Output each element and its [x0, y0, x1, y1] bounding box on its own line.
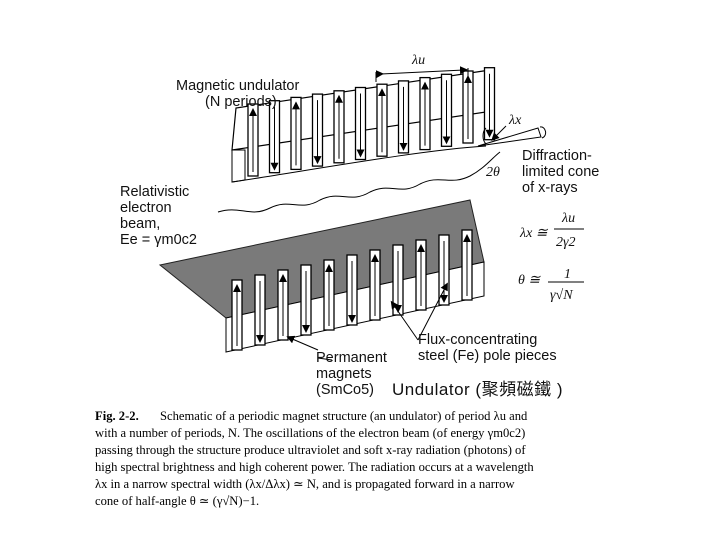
flux-label-1: Flux-concentrating: [418, 332, 537, 348]
flux-label-2: steel (Fe) pole pieces: [418, 348, 557, 364]
permanent-magnets-label-3: (SmCo5): [316, 382, 374, 398]
angle-equation: θ ≅ 1 γ√N: [518, 267, 584, 303]
figure-caption: Fig. 2-2. Schematic of a periodic magnet…: [95, 409, 534, 508]
svg-text:γ√N: γ√N: [550, 288, 573, 303]
electron-beam-label-3: beam,: [120, 216, 160, 232]
caption-line-3: passing through the structure produce ul…: [95, 443, 526, 457]
svg-text:1: 1: [564, 267, 571, 282]
caption-line-1: Schematic of a periodic magnet structure…: [160, 409, 528, 423]
diffraction-label-1: Diffraction-: [522, 148, 592, 164]
lower-magnet-array: [158, 199, 485, 353]
caption-line-5: λx in a narrow spectral width (λx/Δλx) ≃…: [95, 477, 515, 491]
lambda-x-label: λx: [508, 113, 522, 128]
svg-text:λu: λu: [561, 211, 575, 226]
n-periods-label: (N periods): [205, 94, 277, 110]
wavelength-equation: λx ≅ λu 2γ2: [519, 211, 584, 250]
permanent-magnets-label-1: Permanent: [316, 350, 387, 366]
upper-magnet-array: [231, 67, 496, 183]
figure-number: Fig. 2-2.: [95, 409, 139, 423]
caption-line-6: cone of half-angle θ ≃ (γ√N)−1.: [95, 494, 259, 508]
electron-beam-label-1: Relativistic: [120, 184, 189, 200]
diffraction-label-3: of x-rays: [522, 180, 578, 196]
caption-line-4: high spectral brightness and high cohere…: [95, 460, 534, 474]
magnetic-undulator-label: Magnetic undulator: [176, 78, 299, 94]
leader-lines: [286, 282, 448, 361]
two-theta-label: 2θ: [486, 165, 500, 180]
electron-energy-label: Ee = γm0c2: [120, 232, 197, 248]
permanent-magnets-label-2: magnets: [316, 366, 372, 382]
electron-beam-path: [217, 151, 501, 213]
period-dimension: λu: [375, 53, 469, 82]
caption-line-2: with a number of periods, N. The oscilla…: [95, 426, 525, 440]
svg-text:λx ≅: λx ≅: [519, 226, 549, 241]
diffraction-label-2: limited cone: [522, 164, 599, 180]
undulator-title: Undulator (聚頻磁鐵 ): [392, 380, 563, 399]
lambda-u-label: λu: [411, 53, 425, 68]
electron-beam-label-2: electron: [120, 200, 172, 216]
svg-text:θ ≅: θ ≅: [518, 273, 541, 288]
xray-cone: λx 2θ: [477, 113, 547, 180]
svg-text:2γ2: 2γ2: [556, 235, 576, 250]
